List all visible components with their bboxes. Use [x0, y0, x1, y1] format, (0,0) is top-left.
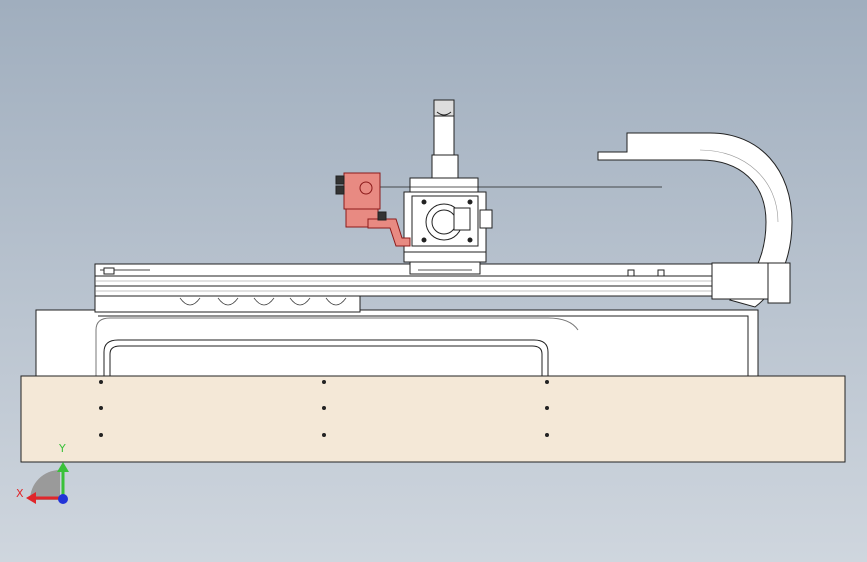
highlighted-bracket [335, 172, 411, 247]
cable-chain [597, 132, 793, 308]
base-holes [99, 380, 549, 437]
x-axis-label: X [16, 487, 24, 500]
base-block [20, 375, 846, 463]
y-axis-label: Y [59, 442, 66, 455]
carriage-head [380, 99, 662, 275]
support-frame [35, 309, 759, 377]
axis-triad [26, 462, 69, 504]
